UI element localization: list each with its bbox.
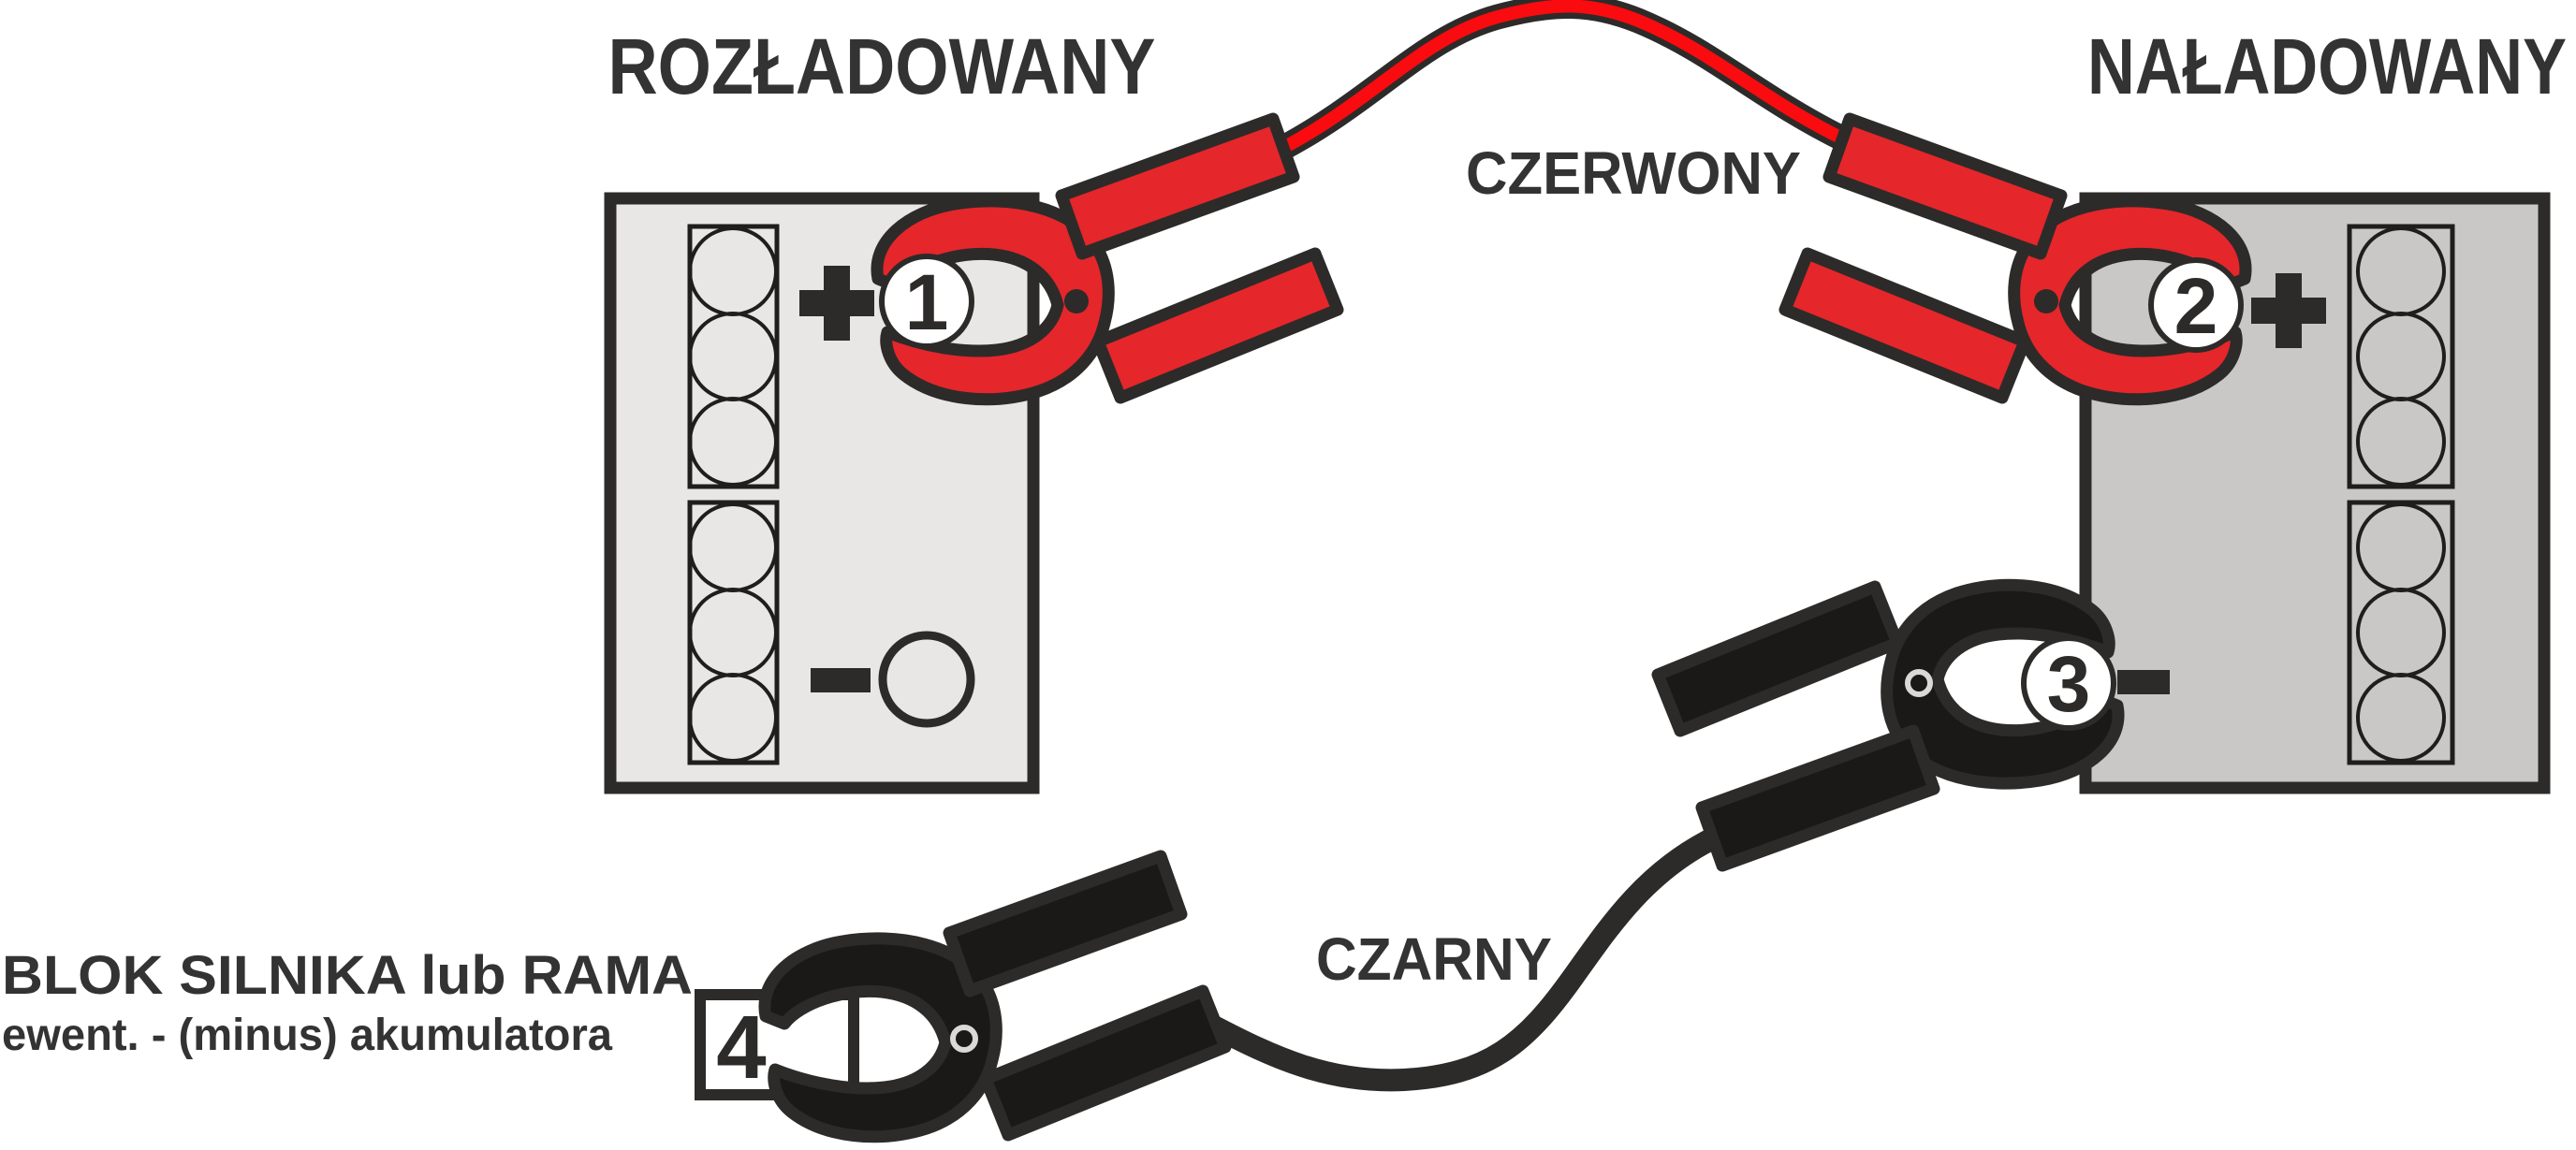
clamp-2-pivot xyxy=(2034,289,2058,313)
red-cable-label: CZERWONY xyxy=(1466,139,1801,207)
plus-icon xyxy=(799,266,874,341)
clamp-4-pivot xyxy=(950,1025,978,1053)
red-cable xyxy=(1270,0,1859,161)
clamp-4-black xyxy=(765,856,1225,1137)
minus-terminal-circle xyxy=(878,631,975,728)
clamp-2-red xyxy=(1785,119,2246,400)
battery-cell-icon xyxy=(2356,673,2446,763)
minus-icon xyxy=(2117,670,2170,694)
black-cable xyxy=(1201,829,1720,1092)
engine-block-note-line1: BLOK SILNIKA lub RAMA xyxy=(2,945,693,1006)
step-number: 3 xyxy=(2047,640,2091,728)
step-number: 1 xyxy=(905,258,949,346)
clamp-3-pivot xyxy=(1905,669,1933,697)
battery-cell-icon xyxy=(688,397,778,487)
clamp-1-pivot xyxy=(1064,289,1089,313)
battery-cell-icon xyxy=(2356,397,2446,487)
plus-icon xyxy=(2251,273,2326,348)
minus-icon xyxy=(811,668,871,692)
step-badge-1: 1 xyxy=(879,254,974,349)
step-number: 2 xyxy=(2174,262,2218,350)
engine-block-note-line2: ewent. - (minus) akumulatora xyxy=(2,1011,612,1060)
step-badge-2: 2 xyxy=(2148,257,2244,353)
step-number-4: 4 xyxy=(716,997,766,1098)
title-discharged: ROZŁADOWANY xyxy=(608,22,1156,110)
step-badge-3: 3 xyxy=(2021,635,2116,731)
black-cable-label: CZARNY xyxy=(1316,925,1552,993)
battery-cell-icon xyxy=(688,673,778,763)
title-charged: NAŁADOWANY xyxy=(2087,22,2567,110)
